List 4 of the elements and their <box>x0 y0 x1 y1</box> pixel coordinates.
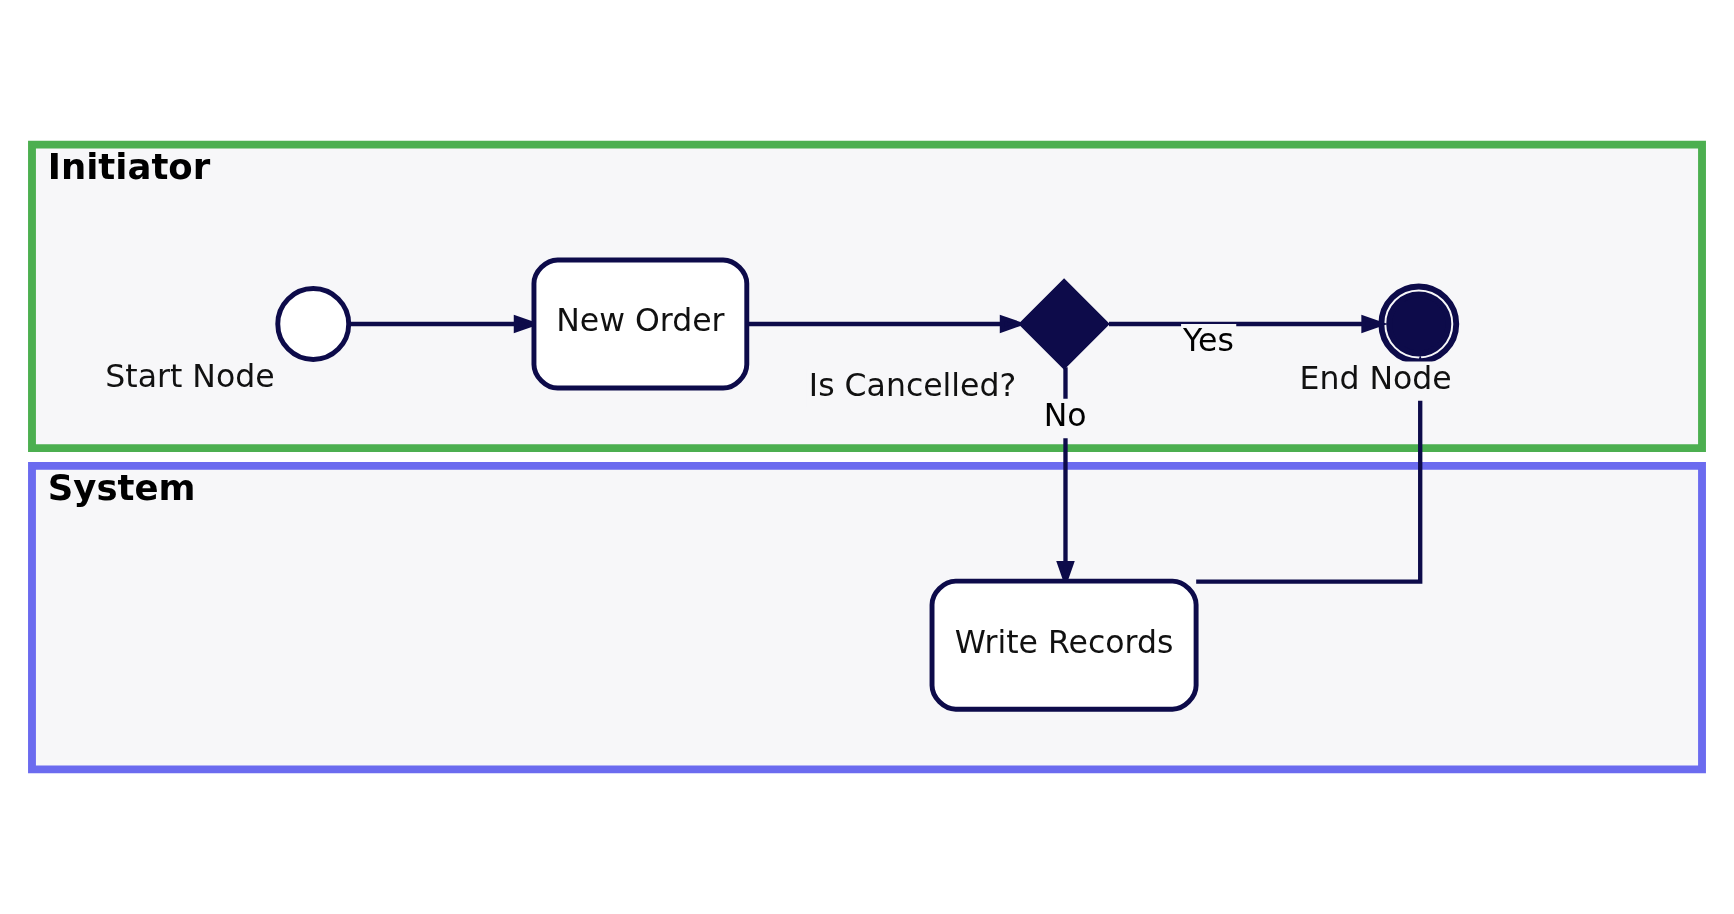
node-label: Is Cancelled? <box>808 366 1017 403</box>
node-label: Start Node <box>105 357 275 394</box>
edge-label: No <box>1043 397 1087 434</box>
edge-label: Yes <box>1183 322 1234 359</box>
